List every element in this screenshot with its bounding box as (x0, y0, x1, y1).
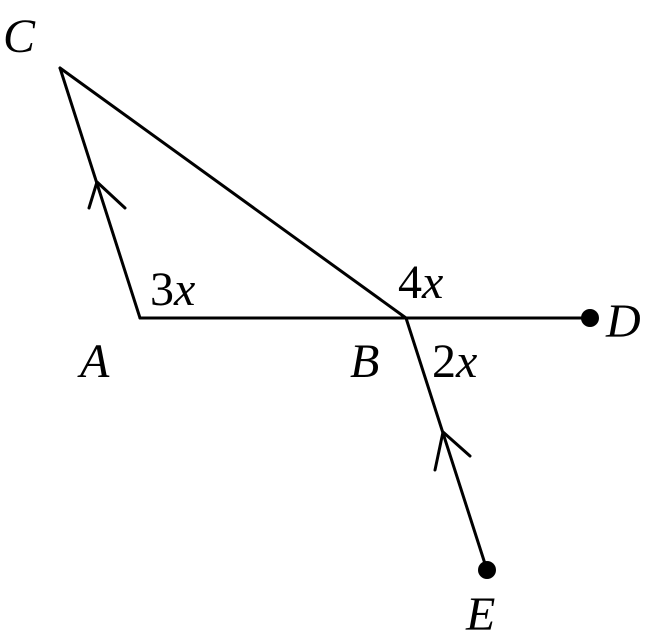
point-D-dot (581, 309, 599, 327)
angle-label-A: 3x (150, 263, 195, 316)
parallel-arrow-EB (433, 430, 472, 472)
angle-label-B-lower: 2x (432, 335, 477, 388)
label-A: A (77, 335, 110, 388)
label-E: E (465, 588, 495, 640)
label-B: B (350, 335, 379, 388)
segment-CB (58, 66, 408, 320)
point-E-dot (478, 561, 496, 579)
label-D: D (605, 295, 641, 348)
angle-label-B-upper: 4x (398, 256, 443, 309)
parallel-arrow-AC (87, 180, 127, 210)
segment-BE (404, 316, 489, 572)
label-C: C (3, 10, 36, 63)
segment-AC (58, 66, 142, 320)
